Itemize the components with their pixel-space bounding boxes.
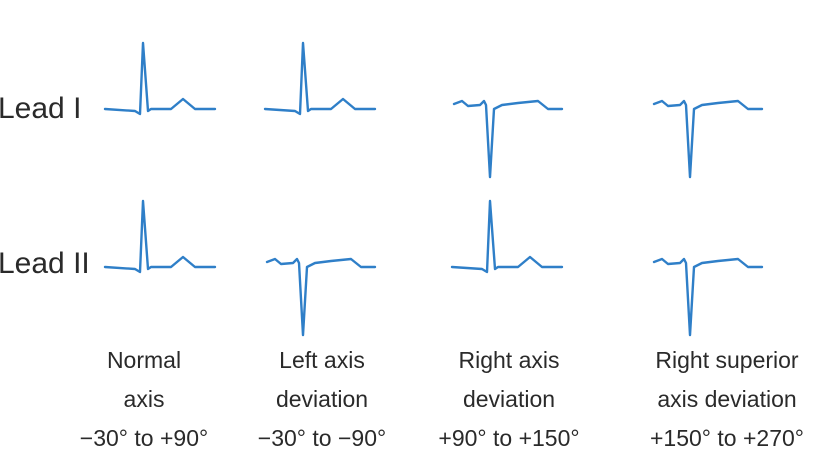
axis-captions: Normal axis −30° to +90° Left axis deviation…: [80, 347, 804, 451]
axis-caption-4: Right superior axis deviation +150° to +27…: [650, 347, 804, 451]
ecg-trace-lead-ii-col-2: [265, 257, 377, 337]
ecg-trace-lead-i-col-1: [103, 41, 217, 116]
ecg-trace-lead-i-col-3: [452, 99, 564, 179]
axis-name-label: axis deviation: [657, 386, 796, 412]
axis-name-label: deviation: [463, 386, 555, 412]
lead-ii-label: Lead II: [0, 247, 90, 280]
axis-caption-1: Normal axis −30° to +90°: [80, 347, 208, 451]
axis-caption-2: Left axis deviation −30° to −90°: [258, 347, 386, 451]
ecg-trace-lead-i-col-4: [652, 99, 764, 179]
axis-range-label: −30° to +90°: [80, 425, 208, 451]
axis-name-label: Left axis: [279, 347, 365, 373]
axis-name-label: axis: [124, 386, 165, 412]
axis-name-label: deviation: [276, 386, 368, 412]
axis-name-label: Right axis: [459, 347, 560, 373]
ecg-traces: [103, 41, 764, 337]
ecg-trace-lead-ii-col-3: [450, 199, 564, 274]
axis-caption-3: Right axis deviation +90° to +150°: [438, 347, 579, 451]
ecg-trace-lead-ii-col-1: [103, 199, 217, 274]
axis-name-label: Normal: [107, 347, 181, 373]
axis-name-label: Right superior: [655, 347, 799, 373]
ecg-trace-lead-i-col-2: [263, 41, 377, 116]
axis-range-label: +150° to +270°: [650, 425, 804, 451]
lead-i-label: Lead I: [0, 92, 81, 125]
ecg-trace-lead-ii-col-4: [652, 257, 764, 337]
axis-range-label: −30° to −90°: [258, 425, 386, 451]
axis-range-label: +90° to +150°: [438, 425, 579, 451]
